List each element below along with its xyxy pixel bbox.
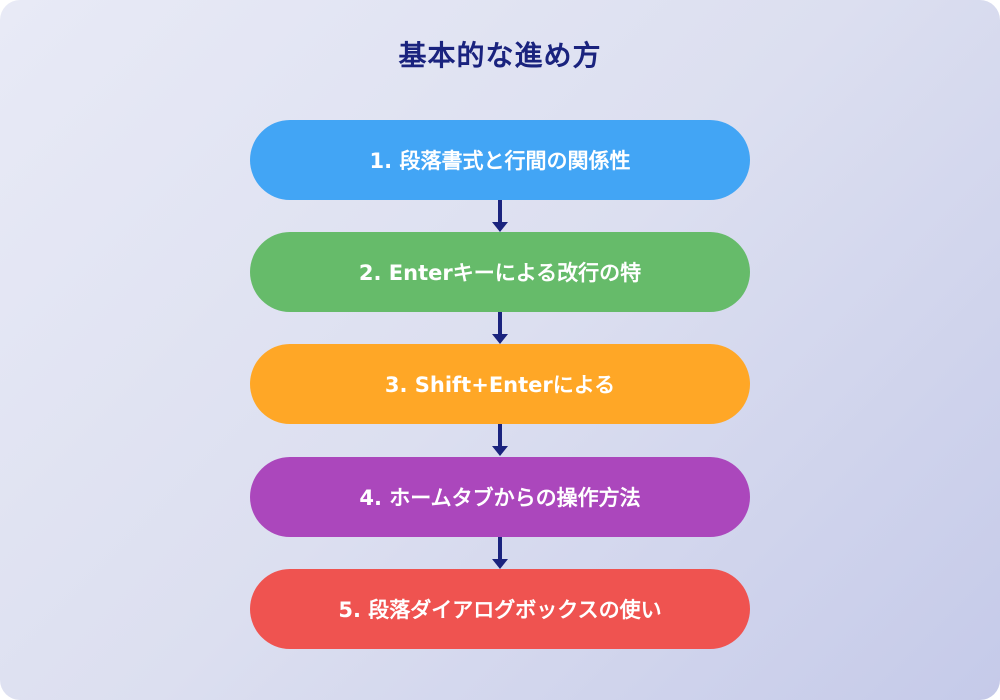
- step-5-box[interactable]: 5. 段落ダイアログボックスの使い: [250, 569, 750, 649]
- step-1-label: 1. 段落書式と行間の関係性: [369, 149, 631, 173]
- step-4-box[interactable]: 4. ホームタブからの操作方法: [250, 457, 750, 537]
- step-4-label: 4. ホームタブからの操作方法: [359, 486, 641, 510]
- step-2-box[interactable]: 2. Enterキーによる改行の特: [250, 232, 750, 312]
- step-2-label: 2. Enterキーによる改行の特: [358, 261, 642, 285]
- arrow-down-icon: [492, 424, 508, 456]
- diagram-title: 基本的な進め方: [398, 39, 602, 72]
- arrow-down-icon: [492, 537, 508, 569]
- step-3-label: 3. Shift+Enterによる: [384, 373, 616, 397]
- arrow-down-icon: [492, 200, 508, 232]
- step-5-label: 5. 段落ダイアログボックスの使い: [338, 598, 662, 622]
- arrow-down-icon: [492, 312, 508, 344]
- step-3-box[interactable]: 3. Shift+Enterによる: [250, 344, 750, 424]
- step-1-box[interactable]: 1. 段落書式と行間の関係性: [250, 120, 750, 200]
